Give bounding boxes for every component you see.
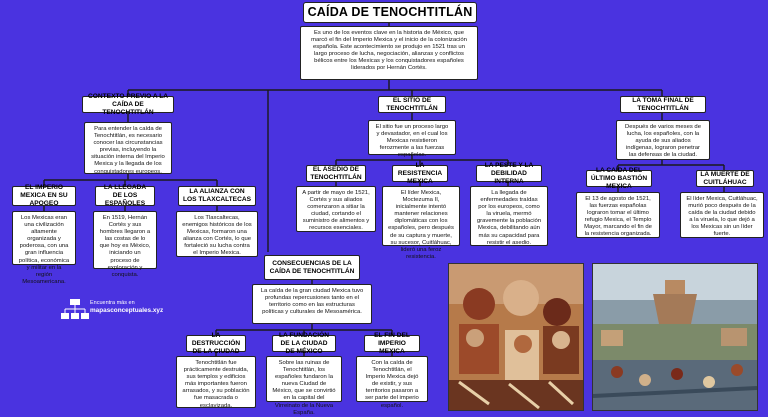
watermark: Encuentra más en mapasconceptuales.xyz <box>90 300 163 315</box>
consequences-item-text-fundacion: Sobre las ruinas de Tenochtitlán, los es… <box>266 356 342 416</box>
consequences-item-header-fin: EL FIN DEL IMPERIO MEXICA <box>364 332 420 355</box>
city-painting-image <box>592 263 758 411</box>
context-text: Para entender la caída de Tenochtitlán, … <box>84 122 172 175</box>
watermark-line2: mapasconceptuales.xyz <box>90 307 164 314</box>
site-logo-icon <box>61 299 89 319</box>
context-item-header-apogeo: EL IMPERIO MEXICA EN SU APOGEO <box>12 184 76 207</box>
consequences-item-text-destruccion: Tenochtitlán fue prácticamente destruida… <box>176 356 256 409</box>
siege-item-header-resistencia: LA RESISTENCIA MEXICA <box>392 162 448 185</box>
battle-painting-image <box>448 263 584 411</box>
context-item-text-apogeo: Los Mexicas eran una civilización altame… <box>12 211 76 285</box>
consequences-item-header-destruccion: LA DESTRUCCIÓN DE LA CIUDAD <box>186 332 246 355</box>
siege-item-header-peste: LA PESTE Y LA DEBILIDAD INTERNA <box>476 162 542 185</box>
siege-header: EL SITIO DE TENOCHTITLÁN <box>378 96 446 113</box>
page-title: CAÍDA DE TENOCHTITLÁN <box>303 2 477 23</box>
context-header: CONTEXTO PREVIO A LA CAÍDA DE TENOCHTITL… <box>82 93 174 116</box>
intro-box: Es uno de los eventos clave en la histor… <box>300 26 478 80</box>
final-item-text-bastion: El 13 de agosto de 1521, las fuerzas esp… <box>576 192 660 238</box>
siege-item-text-resistencia: El líder Mexica, Moctezuma II, inicialme… <box>382 186 460 260</box>
context-item-header-alianza: LA ALIANZA CON LOS TLAXCALTECAS <box>178 186 256 206</box>
siege-item-header-asedio: EL ASEDIO DE TENOCHTITLÁN <box>306 165 366 182</box>
siege-item-text-asedio: A partir de mayo de 1521, Cortés y sus a… <box>296 186 376 232</box>
consequences-text: La caída de la gran ciudad Mexica tuvo p… <box>252 284 372 324</box>
siege-item-text-peste: La llegada de enfermedades traídas por l… <box>470 186 548 246</box>
consequences-item-text-fin: Con la caída de Tenochtitlán, el Imperio… <box>356 356 428 409</box>
watermark-line1: Encuentra más en <box>90 300 135 306</box>
consequences-header: CONSECUENCIAS DE LA CAÍDA DE TENOCHTITLÁ… <box>264 255 360 280</box>
final-item-text-cuitlahuac: El líder Mexica, Cuitláhuac, murió poco … <box>680 192 764 238</box>
final-text: Después de varios meses de lucha, los es… <box>616 120 710 160</box>
context-item-text-alianza: Los Tlaxcaltecas, enemigos históricos de… <box>176 211 258 257</box>
final-item-header-bastion: LA CAÍDA DEL ÚLTIMO BASTIÓN MEXICA <box>586 167 652 190</box>
final-header: LA TOMA FINAL DE TENOCHTITLÁN <box>620 96 706 113</box>
siege-text: El sitio fue un proceso largo y devastad… <box>368 120 456 158</box>
final-item-header-cuitlahuac: LA MUERTE DE CUITLÁHUAC <box>696 170 754 187</box>
context-item-text-llegada: En 1519, Hernán Cortés y sus hombres lle… <box>93 211 157 278</box>
context-item-header-llegada: LA LLEGADA DE LOS ESPAÑOLES <box>95 184 155 207</box>
consequences-item-header-fundacion: LA FUNDACIÓN DE LA CIUDAD DE MÉXICO <box>272 332 336 355</box>
